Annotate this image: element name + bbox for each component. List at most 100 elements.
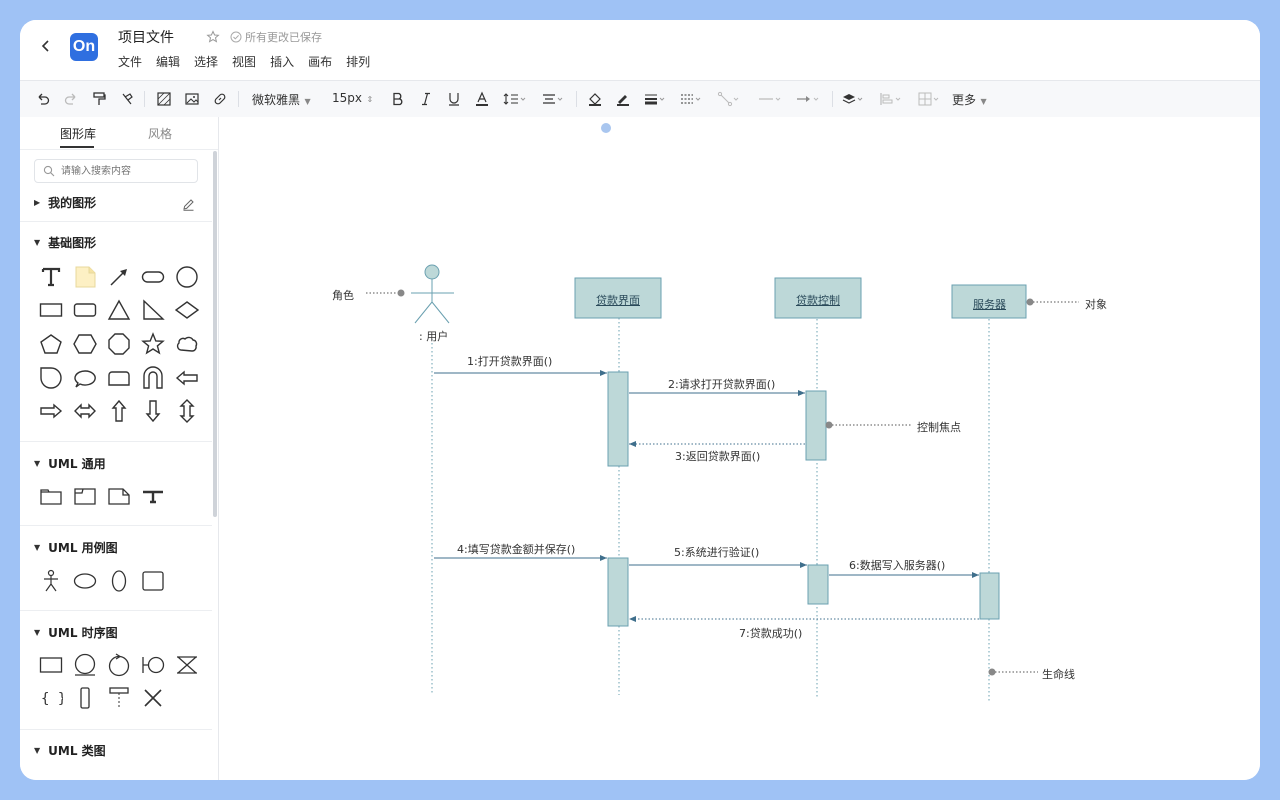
- canvas-top-handle[interactable]: [601, 123, 611, 133]
- layer-icon[interactable]: [838, 81, 868, 117]
- format-painter-icon[interactable]: [88, 81, 110, 117]
- octagon-shape-icon[interactable]: [106, 331, 132, 357]
- bold-icon[interactable]: [388, 81, 408, 117]
- label-object[interactable]: 对象: [1085, 298, 1107, 311]
- uml-object-shape-icon[interactable]: [38, 652, 64, 678]
- uml-activation-shape-icon[interactable]: [72, 685, 98, 711]
- right-arrow-shape-icon[interactable]: [38, 398, 64, 424]
- speech-bubble-shape-icon[interactable]: [72, 365, 98, 391]
- redo-icon[interactable]: [60, 81, 82, 117]
- activation-bar[interactable]: [805, 390, 827, 461]
- underline-icon[interactable]: [444, 81, 464, 117]
- more-button[interactable]: 更多 ▼: [952, 93, 987, 107]
- tab-shape-library[interactable]: 图形库: [60, 127, 97, 141]
- vertical-double-arrow-shape-icon[interactable]: [174, 398, 200, 424]
- menu-view[interactable]: 视图: [232, 55, 257, 69]
- back-icon[interactable]: [36, 36, 56, 56]
- object-box-loan-control[interactable]: [774, 277, 862, 319]
- italic-icon[interactable]: [416, 81, 436, 117]
- diamond-shape-icon[interactable]: [174, 297, 200, 323]
- uml-boundary-shape-icon[interactable]: [140, 568, 166, 594]
- uml-entity-shape-icon[interactable]: [72, 652, 98, 678]
- section-uml-sequence[interactable]: ▼UML 时序图: [34, 626, 118, 640]
- object-label-server[interactable]: 服务器: [973, 298, 1006, 311]
- actor-label[interactable]: : 用户: [419, 330, 449, 343]
- line-start-icon[interactable]: [754, 81, 786, 117]
- object-box-server[interactable]: [951, 284, 1027, 319]
- menu-canvas[interactable]: 画布: [308, 55, 333, 69]
- uml-frame-shape-icon[interactable]: [72, 483, 98, 509]
- uml-lifeline-shape-icon[interactable]: [106, 685, 132, 711]
- star-icon[interactable]: [206, 29, 220, 43]
- drawing-canvas[interactable]: 角色 对象 控制焦点 生命线 : 用户 贷款界面 贷款控制 服务器 1:打开贷款…: [219, 117, 1260, 780]
- line-style-icon[interactable]: [676, 81, 706, 117]
- align-icon[interactable]: [876, 81, 906, 117]
- object-label-loan-control[interactable]: 贷款控制: [796, 294, 840, 307]
- leaf-shape-icon[interactable]: [38, 365, 64, 391]
- fill-color-icon[interactable]: [584, 81, 606, 117]
- hexagon-shape-icon[interactable]: [72, 331, 98, 357]
- object-label-loan-ui[interactable]: 贷款界面: [596, 294, 640, 307]
- menu-insert[interactable]: 插入: [270, 55, 295, 69]
- label-lifeline[interactable]: 生命线: [1042, 668, 1075, 681]
- message-label[interactable]: 6:数据写入服务器(): [849, 559, 946, 572]
- line-width-icon[interactable]: [640, 81, 670, 117]
- uml-actor-shape-icon[interactable]: [38, 568, 64, 594]
- triangle-shape-icon[interactable]: [106, 297, 132, 323]
- uml-package-shape-icon[interactable]: [38, 483, 64, 509]
- clear-format-icon[interactable]: [116, 81, 138, 117]
- distribute-icon[interactable]: [914, 81, 944, 117]
- up-arrow-shape-icon[interactable]: [106, 398, 132, 424]
- uml-destroy-frame-shape-icon[interactable]: [174, 652, 200, 678]
- text-shape-icon[interactable]: [38, 264, 64, 290]
- right-triangle-shape-icon[interactable]: [140, 297, 166, 323]
- rounded-rect-shape-icon[interactable]: [140, 264, 166, 290]
- rounded-square-shape-icon[interactable]: [72, 297, 98, 323]
- label-focus-of-control[interactable]: 控制焦点: [917, 421, 961, 434]
- label-role[interactable]: 角色: [332, 289, 354, 302]
- note-shape-icon[interactable]: [72, 264, 98, 290]
- left-arrow-shape-icon[interactable]: [174, 365, 200, 391]
- u-turn-arrow-shape-icon[interactable]: [140, 365, 166, 391]
- image-icon[interactable]: [180, 81, 204, 117]
- uml-text-shape-icon[interactable]: [140, 483, 166, 509]
- arrow-line-shape-icon[interactable]: [106, 264, 132, 290]
- message-label[interactable]: 4:填写贷款金额并保存(): [457, 543, 576, 556]
- fill-pattern-icon[interactable]: [152, 81, 176, 117]
- message-label[interactable]: 2:请求打开贷款界面(): [668, 378, 776, 391]
- link-icon[interactable]: [208, 81, 232, 117]
- section-basic-shapes[interactable]: ▼基础图形: [34, 236, 97, 250]
- font-size-select[interactable]: 15px ⇕: [332, 91, 374, 105]
- sidebar-scrollbar[interactable]: [213, 151, 217, 517]
- cloud-shape-icon[interactable]: [174, 331, 200, 357]
- uml-interface-shape-icon[interactable]: [140, 652, 166, 678]
- uml-ellipse-shape-icon[interactable]: [106, 568, 132, 594]
- section-uml-general[interactable]: ▼UML 通用: [34, 457, 106, 471]
- uml-use-case-shape-icon[interactable]: [72, 568, 98, 594]
- edit-icon[interactable]: [182, 196, 195, 215]
- message-label[interactable]: 7:贷款成功(): [739, 627, 803, 640]
- uml-note-shape-icon[interactable]: [106, 483, 132, 509]
- activation-bar[interactable]: [807, 564, 829, 605]
- line-height-icon[interactable]: [500, 81, 530, 117]
- uml-destroy-shape-icon[interactable]: [140, 685, 166, 711]
- uml-control-shape-icon[interactable]: [106, 652, 132, 678]
- menu-edit[interactable]: 编辑: [156, 55, 181, 69]
- activation-bar[interactable]: [607, 557, 629, 627]
- menu-arrange[interactable]: 排列: [346, 55, 371, 69]
- line-end-icon[interactable]: [792, 81, 824, 117]
- down-arrow-shape-icon[interactable]: [140, 398, 166, 424]
- search-input[interactable]: [61, 162, 191, 180]
- star-shape-icon[interactable]: [140, 331, 166, 357]
- menu-select[interactable]: 选择: [194, 55, 219, 69]
- uml-braces-shape-icon[interactable]: { }: [38, 685, 64, 711]
- object-box-loan-ui[interactable]: [574, 277, 662, 319]
- pentagon-shape-icon[interactable]: [38, 331, 64, 357]
- activation-bar[interactable]: [607, 371, 629, 467]
- section-uml-use-case[interactable]: ▼UML 用例图: [34, 541, 118, 555]
- font-family-select[interactable]: 微软雅黑 ▼: [252, 93, 311, 107]
- double-arrow-shape-icon[interactable]: [72, 398, 98, 424]
- connector-icon[interactable]: [714, 81, 744, 117]
- undo-icon[interactable]: [32, 81, 54, 117]
- rectangle-shape-icon[interactable]: [38, 297, 64, 323]
